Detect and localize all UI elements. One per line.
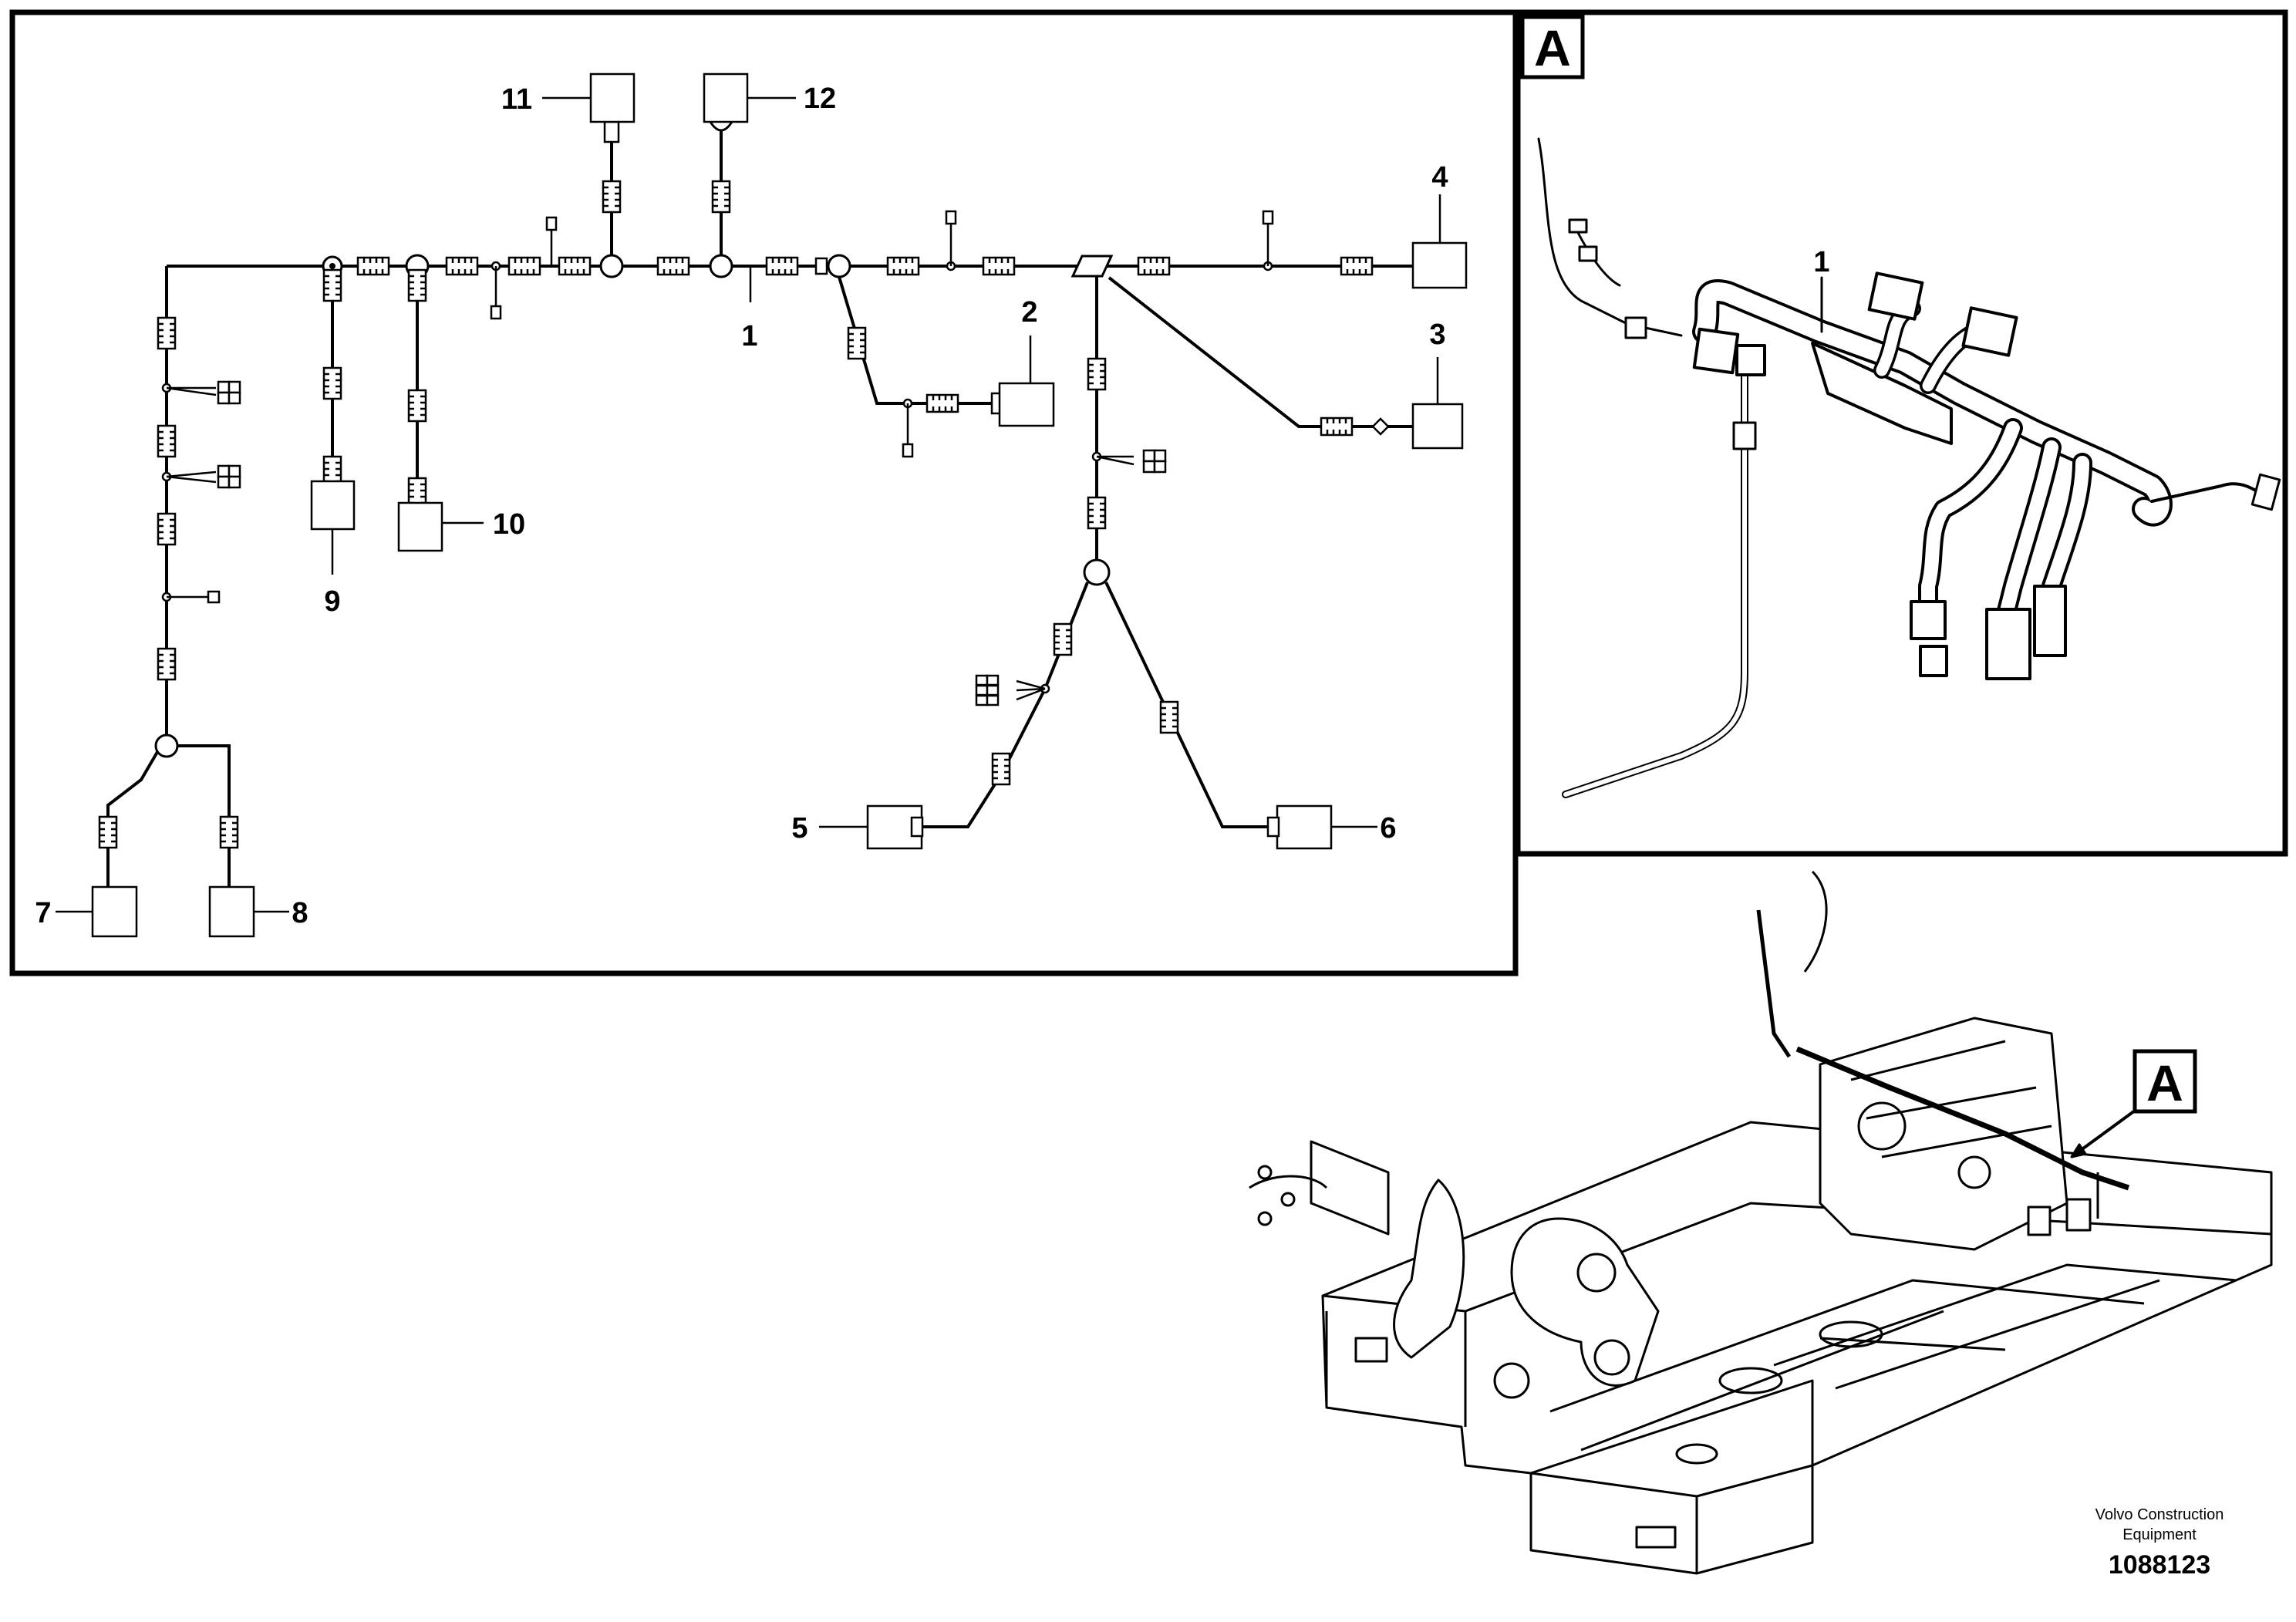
branch-12 bbox=[703, 73, 796, 255]
component-6 bbox=[1276, 804, 1333, 850]
callout-12: 12 bbox=[804, 83, 836, 115]
overview-tag-text: A bbox=[2146, 1054, 2183, 1111]
callout-2: 2 bbox=[1021, 296, 1037, 329]
callout-10: 10 bbox=[493, 508, 525, 541]
callout-5: 5 bbox=[791, 812, 807, 845]
drawing-number: 1088123 bbox=[2109, 1550, 2210, 1580]
component-4 bbox=[1411, 241, 1468, 289]
callout-7: 7 bbox=[35, 897, 51, 929]
company-name-line1: Volvo Construction bbox=[2095, 1506, 2224, 1523]
branch-10 bbox=[397, 268, 484, 552]
branch-left bbox=[56, 316, 289, 938]
overview-tag bbox=[2132, 1049, 2197, 1114]
detail-callout-1: 1 bbox=[1813, 246, 1829, 278]
branch-2 bbox=[838, 276, 1055, 458]
component-2 bbox=[998, 382, 1055, 427]
component-7 bbox=[91, 885, 138, 938]
component-3 bbox=[1411, 403, 1464, 450]
splice-node bbox=[709, 254, 733, 278]
callout-8: 8 bbox=[292, 897, 308, 929]
splice-node bbox=[827, 254, 851, 278]
callout-labels: 11 12 1 2 3 4 5 6 7 8 9 10 bbox=[35, 83, 1448, 929]
machine-frame-illustration bbox=[1249, 870, 2273, 1575]
branch-5-6 bbox=[819, 276, 1377, 850]
splice-node bbox=[154, 733, 179, 758]
branch-3 bbox=[1108, 276, 1464, 450]
callout-4: 4 bbox=[1431, 161, 1448, 194]
splice-node bbox=[599, 254, 624, 278]
callout-11: 11 bbox=[501, 83, 532, 116]
branch-11 bbox=[542, 73, 636, 255]
callout-3: 3 bbox=[1429, 319, 1445, 351]
branch-9 bbox=[310, 268, 356, 575]
callout-9: 9 bbox=[324, 585, 340, 618]
detail-view-frame bbox=[1515, 9, 2288, 857]
component-12 bbox=[703, 73, 749, 123]
detail-view-tag bbox=[1520, 15, 1585, 79]
company-name-line2: Equipment bbox=[2122, 1526, 2197, 1543]
callout-1: 1 bbox=[741, 320, 757, 352]
callout-6: 6 bbox=[1380, 812, 1396, 845]
component-9 bbox=[310, 480, 356, 531]
component-8 bbox=[208, 885, 255, 938]
branch-4 bbox=[1411, 194, 1468, 289]
component-10 bbox=[397, 501, 443, 552]
harness-illustration: 1 bbox=[1537, 137, 2281, 798]
component-11 bbox=[589, 73, 636, 123]
stub-terminals bbox=[490, 210, 1274, 320]
detail-view-tag-text: A bbox=[1534, 19, 1571, 76]
splice-node bbox=[1083, 558, 1111, 586]
